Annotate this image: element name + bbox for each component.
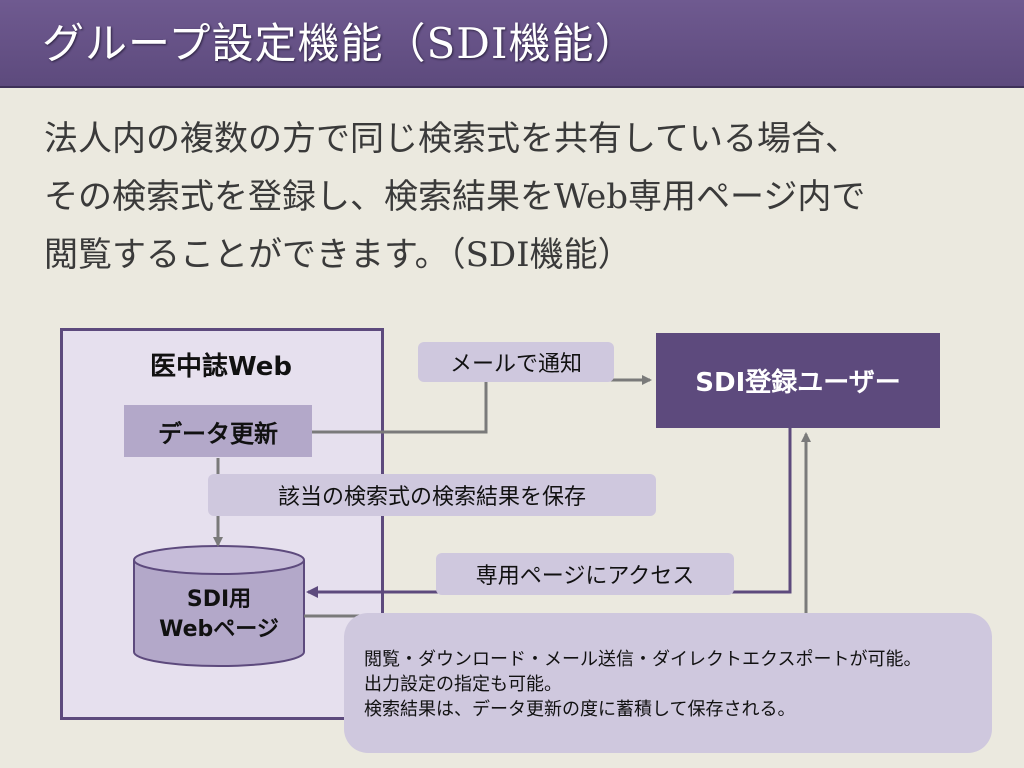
body-text: 法人内の複数の方で同じ検索式を共有している場合、 その検索式を登録し、検索結果を…: [44, 110, 984, 284]
features-note: 閲覧・ダウンロード・メール送信・ダイレクトエクスポートが可能。 出力設定の指定も…: [344, 613, 992, 753]
note-line: 検索結果は、データ更新の度に蓄積して保存される。: [364, 699, 796, 720]
system-frame: [60, 328, 384, 720]
slide-title: グループ設定機能（SDI機能）: [42, 19, 638, 68]
body-line: 閲覧することができます。（SDI機能）: [44, 235, 632, 275]
system-title: 医中誌Web: [150, 352, 292, 382]
sdi-web-page-label: SDI用 Webページ: [134, 585, 304, 645]
sdi-user-box: SDI登録ユーザー: [656, 333, 940, 428]
title-bar: グループ設定機能（SDI機能）: [0, 0, 1024, 88]
data-update-box: データ更新: [124, 405, 312, 457]
body-line: その検索式を登録し、検索結果をWeb専用ページ内で: [44, 177, 866, 217]
save-results-label: 該当の検索式の検索結果を保存: [208, 474, 656, 516]
cylinder-line: Webページ: [159, 617, 279, 642]
body-line: 法人内の複数の方で同じ検索式を共有している場合、: [44, 119, 859, 159]
notify-label: メールで通知: [418, 342, 614, 382]
note-line: 閲覧・ダウンロード・メール送信・ダイレクトエクスポートが可能。: [364, 649, 922, 670]
cylinder-line: SDI用: [186, 587, 252, 612]
access-page-label: 専用ページにアクセス: [436, 553, 734, 595]
note-line: 出力設定の指定も可能。: [364, 674, 562, 695]
